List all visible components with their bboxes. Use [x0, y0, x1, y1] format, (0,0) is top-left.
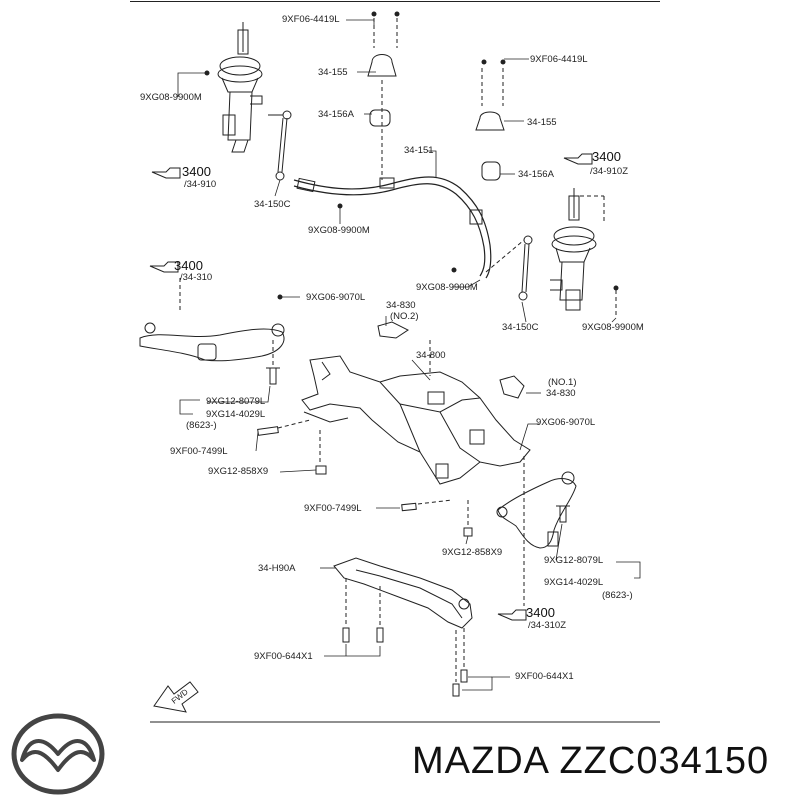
label-9xg12-858x9-mid: 9XG12-858X9 [442, 547, 503, 558]
label-9xf00-644x1-right: 9XF00-644X1 [515, 671, 574, 682]
left-arm-bolts [257, 340, 327, 475]
label-34-156a-left: 34-156A [318, 109, 354, 120]
right-bushing-bracket [475, 68, 505, 181]
bracket-no2 [377, 321, 409, 339]
ref-left-arm-sub: /34-310 [180, 272, 213, 283]
ref-right-arm-number: 3400 [526, 605, 555, 620]
ref-left-strut-number: 3400 [182, 164, 211, 179]
crossmember [301, 340, 531, 485]
label-9xg08-9900m-low: 9XG08-9900M [416, 282, 478, 293]
fastener-markers [204, 11, 619, 300]
bracket-no1 [499, 375, 525, 399]
label-9xg08-9900m-left: 9XG08-9900M [140, 92, 202, 103]
label-9xg12-8079l-right: 9XG12-8079L [544, 555, 604, 566]
right-lower-arm [401, 456, 577, 606]
label-34-h90a: 34-H90A [258, 563, 296, 574]
left-strut [217, 22, 263, 153]
label-9xf00-7499l-mid: 9XF00-7499L [304, 503, 362, 514]
left-lower-arm [139, 278, 285, 362]
label-34-150c-left: 34-150C [254, 199, 291, 210]
mazda-logo [11, 713, 105, 795]
ref-left-strut-sub: /34-910 [184, 179, 217, 190]
brace-bolts [342, 627, 468, 697]
label-8623-right: (8623-) [602, 590, 633, 601]
label-9xg12-8079l-left: 9XG12-8079L [206, 396, 266, 407]
label-8623-left: (8623-) [186, 420, 217, 431]
label-34-830-right: 34-830 [546, 388, 576, 399]
label-9xf06-4419l-top: 9XF06-4419L [282, 14, 340, 25]
leader-lines [177, 19, 641, 691]
label-no1: (NO.1) [548, 377, 577, 388]
label-no2: (NO.2) [390, 311, 419, 322]
label-9xg14-4029l-left: 9XG14-4029L [206, 409, 266, 420]
left-bushing-bracket [367, 18, 398, 180]
hand-pointer-icon [563, 153, 593, 165]
ref-right-arm-sub: /34-310Z [528, 620, 567, 631]
label-34-830-top: 34-830 [386, 300, 416, 311]
label-9xg08-9900m-mid: 9XG08-9900M [308, 225, 370, 236]
hand-pointer-icon [497, 609, 527, 621]
fwd-label: FWD [170, 687, 190, 705]
stabilizer-bar [293, 176, 492, 279]
label-9xg14-4029l-right: 9XG14-4029L [544, 577, 604, 588]
fwd-arrow-icon: FWD [153, 681, 199, 713]
ref-right-strut-number: 3400 [592, 149, 621, 164]
label-34-155-right: 34-155 [527, 117, 557, 128]
label-34-156a-right: 34-156A [518, 169, 554, 180]
hand-pointer-icon [151, 167, 181, 179]
label-9xf00-7499l-left: 9XF00-7499L [170, 446, 228, 457]
label-9xf00-644x1-left: 9XF00-644X1 [254, 651, 313, 662]
label-9xf06-4419l-right: 9XF06-4419L [530, 54, 588, 65]
label-34-155-top: 34-155 [318, 67, 348, 78]
label-34-150c-right: 34-150C [502, 322, 539, 333]
ref-right-strut-sub: /34-910Z [590, 166, 629, 177]
ref-left-arm-number: 3400 [174, 258, 203, 273]
label-34-800: 34-800 [416, 350, 446, 361]
left-stabilizer-link [268, 110, 292, 181]
right-stabilizer-link [485, 235, 533, 301]
brand-part-number: MAZDA ZZC034150 [412, 740, 770, 782]
hand-pointer-icon [149, 261, 179, 273]
h90a-brace [333, 557, 473, 682]
label-9xg06-9070l-top: 9XG06-9070L [306, 292, 366, 303]
right-strut [550, 188, 617, 318]
label-9xg06-9070l-right: 9XG06-9070L [536, 417, 596, 428]
label-34-151: 34-151 [404, 145, 434, 156]
label-9xg08-9900m-rightlow: 9XG08-9900M [582, 322, 644, 333]
label-9xg12-858x9-left: 9XG12-858X9 [208, 466, 269, 477]
